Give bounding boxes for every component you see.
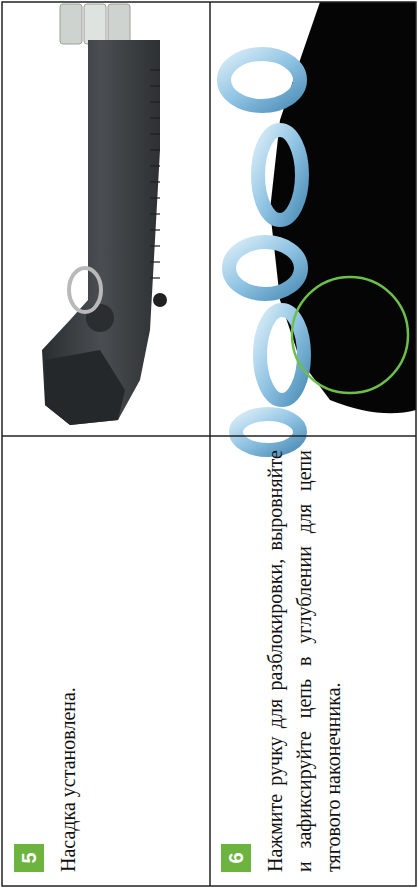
step-text: Насадка установлена. [54, 450, 83, 872]
step-number: 5 [14, 844, 44, 872]
bracket-illustration [42, 4, 167, 425]
step-number: 6 [221, 844, 251, 872]
chain-illustration [224, 2, 416, 450]
step-text: Нажмите ручку для разблокировки, выровня… [261, 450, 348, 872]
table-cell: 6 Нажмите ручку для разблокировки, выровн… [211, 438, 415, 884]
table-cell: 5 Насадка установлена. [4, 438, 208, 884]
